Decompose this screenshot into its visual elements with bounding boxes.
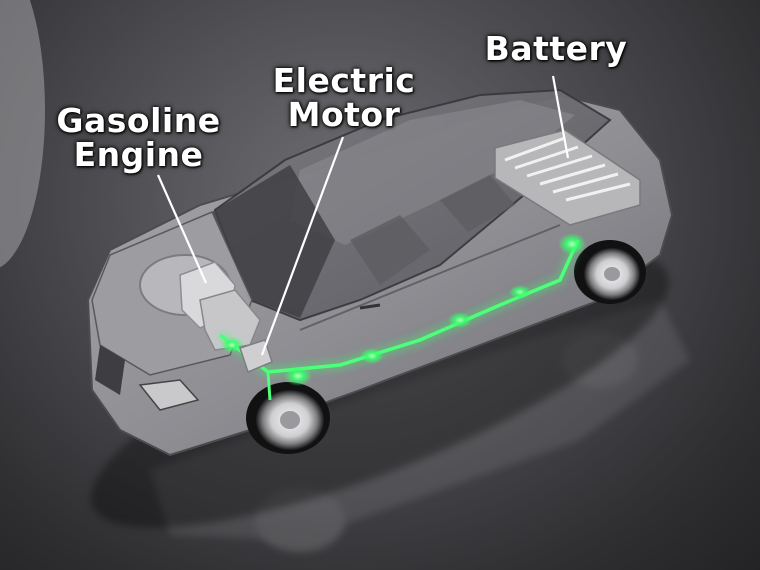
glow-node <box>448 312 472 328</box>
power-flow-line <box>216 237 583 401</box>
front-wheel <box>246 382 330 454</box>
glow-node <box>509 285 531 299</box>
rear-wheel <box>574 240 646 304</box>
leader-lines <box>156 75 570 356</box>
label-gasoline-engine: Gasoline Engine <box>46 104 231 172</box>
grille <box>95 345 125 395</box>
door-handle <box>359 303 381 310</box>
car-seat <box>350 215 430 285</box>
label-electric-motor: Electric Motor <box>258 64 430 132</box>
label-electric-motor-line1: Electric <box>272 61 416 100</box>
glow-node <box>360 348 384 364</box>
leader-line-electric-motor <box>260 136 345 356</box>
backdrop-highlight <box>0 0 45 268</box>
label-gasoline-engine-line1: Gasoline <box>56 101 221 140</box>
glow-node <box>558 233 586 255</box>
label-battery: Battery <box>476 32 636 66</box>
leader-line-gasoline-engine <box>156 174 208 284</box>
car-seat <box>440 175 515 232</box>
label-gasoline-engine-line2: Engine <box>73 135 204 174</box>
glow-node <box>221 337 243 353</box>
label-battery-text: Battery <box>484 29 628 68</box>
headlight <box>138 379 200 411</box>
leader-line-battery <box>551 75 570 159</box>
car-roof <box>290 100 575 245</box>
label-electric-motor-line2: Motor <box>287 95 401 134</box>
glow-node <box>284 366 312 386</box>
car-windshield <box>212 165 335 318</box>
